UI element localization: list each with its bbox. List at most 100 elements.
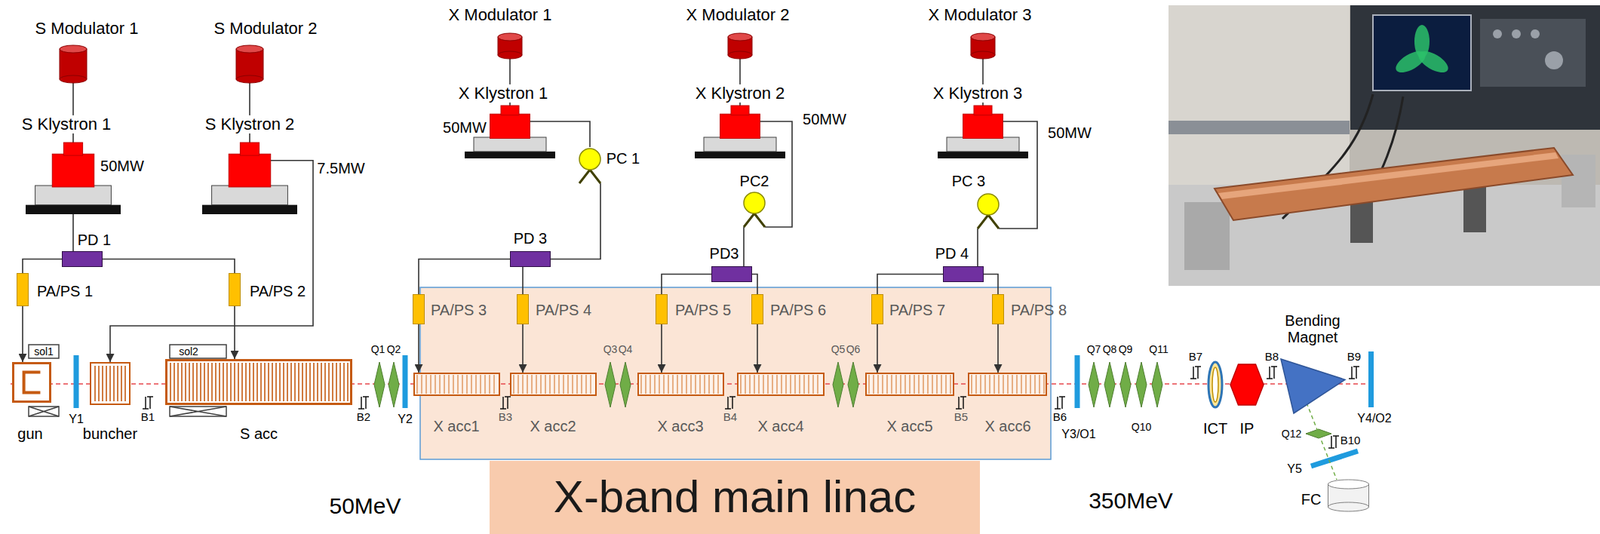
- text-holder: B6: [1053, 410, 1067, 424]
- text-holder: PC 3: [952, 172, 986, 190]
- element-label: Y4/O2: [1357, 411, 1392, 426]
- photo-illustration: [1480, 18, 1586, 87]
- element-label: B8: [1265, 350, 1279, 364]
- klystron-outline: [946, 137, 1020, 152]
- faraday-cup-outline: [1328, 502, 1370, 512]
- klystron-outline: [937, 105, 1029, 159]
- element-label: B5: [954, 411, 968, 424]
- component-label: FC: [1301, 491, 1322, 508]
- modulator-cylinder-outline: [236, 75, 264, 83]
- element-label: Q10: [1131, 421, 1152, 434]
- photo-illustration: [1561, 154, 1596, 208]
- pulse-compressor-outline: [579, 169, 601, 184]
- text-holder: X acc2: [529, 417, 576, 435]
- element-label: Q11: [1148, 343, 1168, 356]
- text-holder: S Klystron 2: [202, 115, 298, 134]
- klystron-outline: [35, 185, 112, 206]
- quadrupole-symbol: [1151, 362, 1163, 408]
- text-holder: sol2: [178, 344, 199, 359]
- component-label: X Modulator 2: [686, 6, 790, 25]
- klystron-outline: [25, 205, 121, 215]
- power-divider-outline: [62, 251, 103, 268]
- linac-region: [420, 287, 1051, 460]
- quadrupole-symbol: [374, 362, 1332, 439]
- text-holder: S Modulator 2: [214, 19, 318, 38]
- pulse-compressor-outline: [576, 147, 604, 185]
- component-label: 50MW: [1047, 124, 1092, 142]
- photo-illustration: [1492, 29, 1502, 39]
- component-label: PA/PS 5: [675, 301, 731, 319]
- bpm-symbol: [1328, 436, 1339, 449]
- faraday-cup: FC: [1327, 479, 1370, 512]
- text-holder: FC: [1301, 491, 1322, 508]
- component-label: IP: [1240, 420, 1255, 437]
- component-label: PA/PS 7: [889, 301, 946, 319]
- current-transformer-outline: [1206, 360, 1224, 409]
- bpm-symbol: [955, 396, 967, 409]
- power-divider-outline: [943, 267, 984, 283]
- element-label: Q5: [831, 343, 846, 356]
- rf-connector: [418, 259, 510, 295]
- text-holder: PA/PS 8: [1010, 301, 1067, 319]
- screen-bar: [1074, 355, 1081, 409]
- text-holder: Q3: [603, 342, 618, 357]
- text-holder: Q8: [1102, 342, 1118, 357]
- phase-shifter-outline: [992, 294, 1005, 325]
- accelerating-structure-outline: [737, 373, 824, 396]
- klystron-outline: [937, 151, 1029, 159]
- klystron-outline: [500, 105, 520, 116]
- photo-illustration: [1168, 120, 1350, 135]
- modulator-cylinder-outline: [727, 33, 753, 41]
- text-holder: PA/PS 2: [249, 282, 306, 300]
- rf-connector: [248, 82, 251, 143]
- accelerating-structure-outline: [971, 374, 1045, 394]
- text-holder: 50MW: [1047, 124, 1092, 142]
- text-holder: PD 3: [513, 230, 547, 247]
- faraday-cup-outline: [1328, 479, 1370, 489]
- accelerating-structure: X acc3: [637, 372, 725, 397]
- text-holder: PA/PS 5: [675, 301, 731, 319]
- text-holder: gun: [17, 425, 43, 443]
- phase-shifter: PA/PS 1: [16, 273, 29, 307]
- klystron-outline: [25, 142, 121, 215]
- klystron-outline: [464, 151, 556, 159]
- power-divider-outline: [712, 267, 753, 283]
- text-holder: Q10: [1131, 420, 1152, 434]
- phase-shifter-outline: [751, 294, 764, 325]
- accelerating-structure-outline: [166, 360, 352, 405]
- accelerating-structure: X acc5: [865, 372, 955, 397]
- buncher-outline: [89, 362, 131, 406]
- klystron-outline: [694, 151, 786, 159]
- phase-shifter-outline: [17, 273, 29, 307]
- screen-bar: [1368, 351, 1374, 408]
- bpm-symbol: [724, 396, 736, 409]
- pulse-compressor-outline: [977, 193, 999, 215]
- accelerating-structure-outline: [509, 372, 597, 397]
- component-label: S Modulator 1: [35, 19, 139, 38]
- element-label: B4: [723, 411, 738, 424]
- element-label: Q9: [1118, 343, 1134, 356]
- element-label: 350MeV: [1088, 488, 1174, 513]
- power-divider-outline: [509, 251, 551, 268]
- text-holder: Q1: [371, 342, 386, 357]
- text-holder: Y2: [397, 412, 413, 427]
- phase-shifter-outline: [413, 294, 425, 325]
- modulator-cylinder-outline: [970, 51, 996, 59]
- element-label: Y5: [1286, 462, 1303, 477]
- component-label: X acc2: [529, 417, 576, 435]
- element-label: Q12: [1281, 428, 1302, 440]
- pulse-compressor: PC 3: [974, 192, 1002, 231]
- photo-illustration: [1415, 46, 1452, 77]
- power-divider-outline: [61, 251, 103, 268]
- klystron-outline: [211, 185, 289, 206]
- modulator-cylinder-outline: [236, 49, 264, 80]
- solenoid-symbol: [169, 406, 227, 417]
- klystron-outline: [239, 142, 259, 156]
- text-holder: B4: [723, 410, 738, 424]
- accelerating-structure-outline: [865, 372, 955, 397]
- modulator-cylinder-outline: [59, 49, 87, 80]
- interaction-point-outline: [1230, 364, 1264, 406]
